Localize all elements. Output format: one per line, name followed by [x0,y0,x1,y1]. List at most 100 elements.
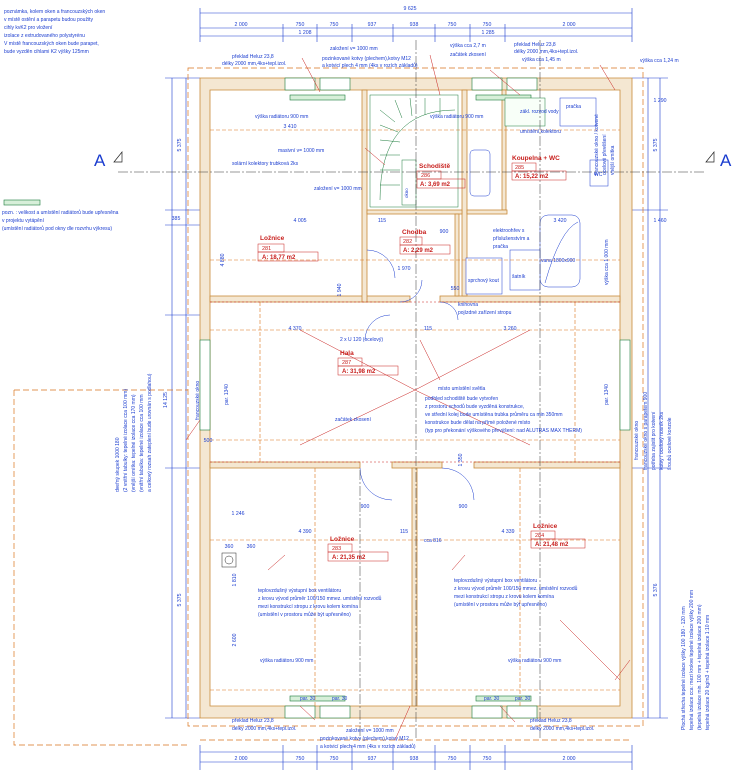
dim-misc-4: 1 970 [398,266,411,272]
dim-top-row: 2 000 750 750 937 938 750 750 2 000 1 20… [235,22,576,36]
note-long-right-line-2: potřeba zajistit pro kotvení [651,411,657,470]
dim-inner-8: 1 460 [654,218,667,224]
room-r1-area: A: 18,77 m2 [262,255,296,261]
note-long-right: francouzské okno s parapetem 900 potřeba… [643,392,673,470]
note-zalozeni-top: založení v= 1000 mm [330,46,378,52]
note-podhled: podhled schodiště bude vytvořen z prosto… [425,396,582,434]
hall-red-lines [210,301,620,463]
note-solarni: solární kolektory trubková 2ks [232,161,299,167]
note-pracka: pračka [566,104,581,110]
dim-top-2: 750 [296,22,305,28]
note-heluz-bottom-left: překlad Heluz 23,8 délky 2000 mm,4ks+tep… [232,718,296,732]
note-zakl-rozvod: zákl. rozvod vody [520,109,559,115]
note-par-left: par. 1340 [224,384,230,405]
room-r6-num: 283 [332,546,341,552]
note-podhled-line-5: (typ pro překonání výškového převýšení: … [425,428,582,434]
note-long-left-line-5: a celkový rozsah zateplení bude urovnán … [147,373,153,492]
note-long-right-line-3: kotvy / ocelový nosník 2ks [659,411,665,470]
note-zacatek-top: začátek zkosení [450,52,486,58]
note-polo-top: pozinkované kotvy (plechem),kotvy M12 a … [322,56,418,69]
room-r7-num: 284 [535,533,544,539]
note-vent-right-line-1: teplovzdušný výstupní box ventilátoru [454,578,537,584]
dim-left-1: 5 375 [177,138,183,151]
dim-misc-7: 500 [204,438,213,444]
note-vyska-145: výška cca 1,45 m [522,57,561,63]
note-polo-bottom: pozinkované kotvy (plechem),kotvy M12 a … [320,736,416,750]
room-label-r1: Ložnice 281 A: 18,77 m2 [257,235,319,262]
note-top-left-line-2: v místě ostění a parapetu budou použity [4,17,93,23]
note-radiator-bottom-left: výška radiátoru 900 mm [260,658,313,664]
note-okna-right: francouzské okno / kotvené ocelové převě… [594,114,616,175]
room-label-r6: Ložnice 283 A: 21,35 m2 [327,536,389,562]
dim-misc-3: 900 [440,229,449,235]
note-podhled-line-4: konstrukce bude dělat na přímé položené … [425,420,531,426]
section-marker-right: A [705,151,732,170]
room-r4-num: 282 [403,239,412,245]
room-r2-area: A: 3,69 m2 [420,182,451,188]
dim-top-4: 937 [368,22,377,28]
dim-right-2: 5 376 [653,583,659,596]
label-okno-stair: okno [404,188,409,198]
note-heluz-top-right: překlad Heluz 23,8 délky 2000 mm,4ks+tep… [514,42,578,55]
note-podhled-line-2: z prostoru schodů bude vyzděná konstrukc… [425,403,524,410]
grid-axes [118,40,705,740]
note-sprch: elektroohřev s příslušenstvím a pračka [493,228,530,250]
wall-top-hall [209,295,411,303]
dim-bottom-8: 2 000 [563,756,576,762]
dim-inner-4: 3 420 [554,218,567,224]
note-podhled-line-1: podhled schodiště bude vytvořen [425,396,498,402]
radiators [3,94,532,702]
note-vyska-right: výška cca 1 000 mm [604,239,610,285]
note-far-right: Plochá střecha tepelné izolace výšky 100… [681,590,711,730]
note-heluz-bottom-left-line-1: překlad Heluz 23,8 [232,718,274,724]
dim-left-4: 5 375 [177,593,183,606]
dim-top-3: 750 [330,22,339,28]
dim-bottom-row: 2 000 750 750 937 938 750 750 2 000 [235,756,576,762]
room-r4-area: A: 2,29 m2 [403,248,434,254]
note-vent-left-line-3: mezi konstrukcí stropu z krovu kolem kom… [258,604,358,610]
room-r3-num: 285 [515,165,524,171]
dim-inner-10: 4 390 [299,529,312,535]
outer-dashed-outline [13,67,644,746]
note-pojizdne: pojízdné zařízení stropu [458,310,512,316]
note-top-left-line-4: izolace z extrudovaného polystyrénu [4,33,85,39]
note-vent-left-line-4: (umístění v prostoru může být upřesněno) [258,611,351,618]
note-heluz-top-left-line-1: překlad Heluz 23,8 [232,54,274,60]
room-r3-name: Koupelna + WC [512,155,560,162]
note-vent-left: teplovzdušný výstupní box ventilátoru z … [258,588,382,618]
note-wc: WC [594,172,603,178]
dim-misc-2: 900 [459,504,468,510]
dim-left-6: 2 600 [232,633,238,646]
wall-hall-bottom-right [473,461,621,469]
room-r7-name: Ložnice [533,523,558,530]
note-heluz-top-left: překlad Heluz 23,8 délky 2000 mm,4ks+tep… [222,54,286,67]
room-r6-name: Ložnice [330,536,355,543]
note-radiator-bottom-right: výška radiátoru 900 mm [508,658,561,664]
wall-h-chodba [366,209,463,215]
wall-v-bath [461,89,468,297]
note-par30-a: par. 30 [300,696,316,702]
inner-dims: 3 410 4 005 115 3 420 4 370 115 3 260 1 … [204,98,667,550]
staircase [369,94,459,208]
note-radiator-top-left: výška radiátoru 900 mm [255,114,308,120]
dim-inner-12: 4 339 [502,529,515,535]
note-sprch-line-3: pračka [493,244,508,250]
note-long-left: dveřný skupek 1000 180 (2 vnitřní tabulk… [115,373,153,492]
note-polo-bottom-line-2: a kotvicí plech 4 mm (4ks v rozích zákla… [320,743,416,750]
dim-bottom-3: 750 [330,756,339,762]
room-r7-area: A: 21,48 m2 [535,542,569,548]
dim-top-8: 2 000 [563,22,576,28]
note-okna-right-line-3: vnější omítka [610,145,616,175]
bath-fixtures [221,97,609,568]
room-label-r2: Schodiště 286 A: 3,69 m2 [416,163,466,189]
note-pozn-line-3: (umístění radiátorů pod okny dle rozvrhu… [2,225,112,232]
note-vent-left-line-2: z krovu vývod průměr 100/150 mmez. umíst… [258,595,382,602]
note-vyska-124: výška cca 1,24 m [640,58,679,64]
room-r1-num: 281 [262,246,271,252]
dim-top-7: 750 [483,22,492,28]
note-fr-okno-left: francouzské okno [195,381,201,420]
note-pozn-line-2: v projektu vytápění [2,218,45,224]
room-label-r7: Ložnice 284 A: 21,48 m2 [530,523,586,549]
dim-misc-9: 550 [451,286,460,292]
